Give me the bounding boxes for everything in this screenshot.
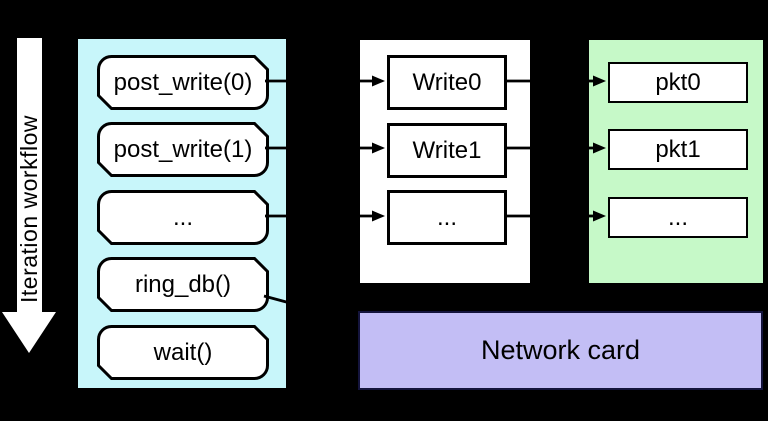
fn-box-shape: [97, 55, 269, 110]
fn-box-label: wait(): [153, 338, 213, 366]
packet-panel: pkt0 pkt1 ...: [587, 38, 765, 285]
workflow-arrow-head: [2, 312, 56, 353]
fn-box-ring-db: ring_db(): [97, 257, 269, 312]
network-card-box: Network card: [358, 311, 763, 390]
pkt-box-ellipsis: ...: [608, 197, 748, 238]
pkt-box-1: pkt1: [608, 129, 748, 170]
fn-box-shape: [97, 122, 269, 177]
fn-box-ellipsis: ...: [97, 190, 269, 245]
fn-box-label: ring_db(): [134, 270, 232, 298]
fn-box-shape: [97, 325, 269, 380]
write-box-ellipsis: ...: [387, 190, 507, 245]
workflow-arrow-shaft: [17, 38, 42, 312]
fn-box-post-write-0: post_write(0): [97, 55, 269, 110]
pkt-box-0: pkt0: [608, 62, 748, 103]
fn-box-post-write-1: post_write(1): [97, 122, 269, 177]
fn-box-label: ...: [172, 203, 193, 231]
fn-box-label: post_write(0): [113, 68, 253, 96]
write-box-1: Write1: [387, 123, 507, 178]
fn-box-shape: [97, 190, 269, 245]
fn-box-label: post_write(1): [113, 135, 253, 163]
write-queue-panel: Write0 Write1 ...: [358, 38, 532, 285]
workflow-arrow-label: Iteration workflow: [16, 115, 42, 303]
fn-box-wait: wait(): [97, 325, 269, 380]
workflow-panel: post_write(0) post_write(1) ... ring_db(…: [76, 37, 288, 390]
network-card-label: Network card: [480, 335, 641, 365]
write-box-0: Write0: [387, 55, 507, 110]
